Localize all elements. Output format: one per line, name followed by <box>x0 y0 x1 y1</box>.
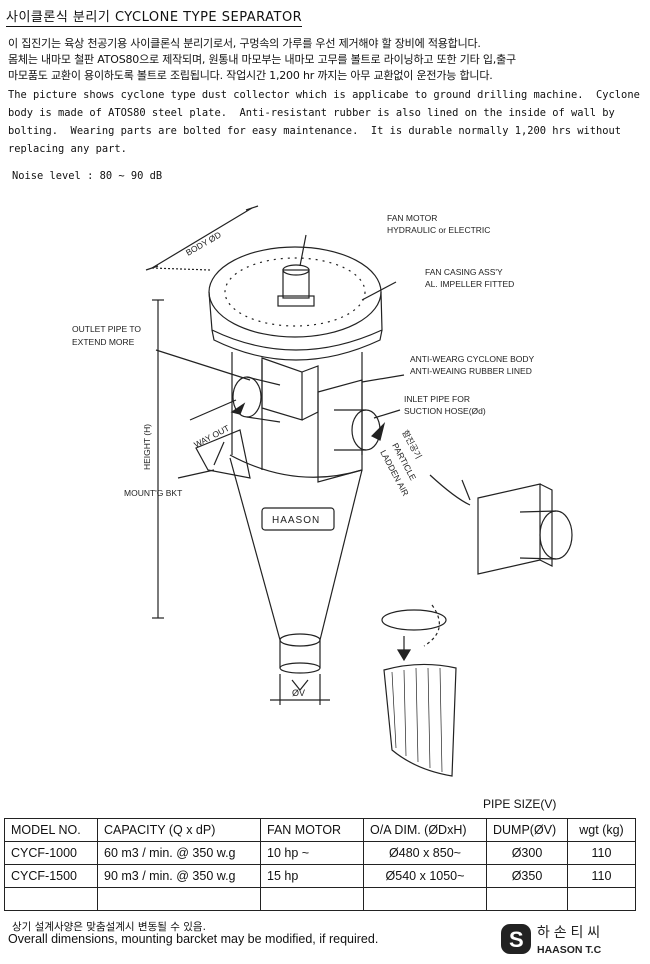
logo-text-en: HAASON T.C <box>537 944 602 956</box>
pipe-size-label: PIPE SIZE(V) <box>483 797 557 811</box>
col-fan-motor: FAN MOTOR <box>260 818 364 842</box>
description-kr-line-3: 마모품도 교환이 용이하도록 볼트로 조립됩니다. 작업시간 1,200 hr … <box>8 69 493 82</box>
cell-model: CYCF-1500 <box>4 864 98 888</box>
col-capacity: CAPACITY (Q x dP) <box>97 818 261 842</box>
cell-dimension: Ø540 x 1050~ <box>363 864 487 888</box>
cell-dump: Ø350 <box>486 864 568 888</box>
footer-note-en: Overall dimensions, mounting barcket may… <box>8 932 379 946</box>
cell-capacity: 60 m3 / min. @ 350 w.g <box>97 841 261 865</box>
cell-dump: Ø300 <box>486 841 568 865</box>
label-brand-plate: HAASON <box>272 515 320 526</box>
cell-capacity: 90 m3 / min. @ 350 w.g <box>97 864 261 888</box>
label-mount-bkt: MOUNT'G BKT <box>124 488 182 498</box>
logo-text-kr: 하 손 티 씨 <box>537 924 600 940</box>
haason-logo-mark: S 하 손 티 씨 HAASON T.C <box>501 924 602 956</box>
cell-fan-motor: 15 hp <box>260 864 364 888</box>
label-fan-motor-sub: HYDRAULIC or ELECTRIC <box>387 225 490 235</box>
label-fan-casing-sub: AL. IMPELLER FITTED <box>425 279 514 289</box>
description-kr-line-1: 이 집진기는 육상 천공기용 사이클론식 분리기로서, 구멍속의 가루를 우선 … <box>8 37 481 50</box>
label-anti-wear: ANTI-WEARG CYCLONE BODY <box>410 354 535 364</box>
cell-dimension: Ø480 x 850~ <box>363 841 487 865</box>
label-dump-dia: ØV <box>292 688 305 698</box>
label-outlet-pipe: OUTLET PIPE TO <box>72 324 141 334</box>
footer-note-kr: 상기 설계사양은 맞춤설계시 변동될 수 있음. <box>12 921 206 933</box>
spec-table: MODEL NO. CAPACITY (Q x dP) FAN MOTOR O/… <box>4 818 636 911</box>
table-row: CYCF-1000 60 m3 / min. @ 350 w.g 10 hp ~… <box>4 841 636 865</box>
label-body-dia: BODY ØD <box>184 230 223 258</box>
cell-model: CYCF-1000 <box>4 841 98 865</box>
label-height: HEIGHT (H) <box>142 424 152 470</box>
table-row-empty <box>4 887 636 911</box>
cell-weight: 110 <box>567 864 636 888</box>
label-inlet-pipe-sub: SUCTION HOSE(Ød) <box>404 406 486 416</box>
noise-level: Noise level : 80 ~ 90 dB <box>12 170 163 182</box>
col-weight: wgt (kg) <box>567 818 636 842</box>
label-anti-wear-sub: ANTI-WEAING RUBBER LINED <box>410 366 532 376</box>
col-dump: DUMP(ØV) <box>486 818 568 842</box>
description-kr-line-2: 몸체는 내마모 철판 ATOS80으로 제작되며, 원통내 마모부는 내마모 고… <box>8 53 516 66</box>
page-title: 사이클론식 분리기 CYCLONE TYPE SEPARATOR <box>6 10 303 27</box>
label-outlet-pipe-sub: EXTEND MORE <box>72 337 135 347</box>
col-dimension: O/A DIM. (ØDxH) <box>363 818 487 842</box>
label-fan-motor: FAN MOTOR <box>387 213 437 223</box>
cell-fan-motor: 10 hp ~ <box>260 841 364 865</box>
cell-weight: 110 <box>567 841 636 865</box>
logo-mark-letter: S <box>509 927 524 952</box>
description-en: The picture shows cyclone type dust coll… <box>8 89 647 155</box>
cyclone-drawing: BODY ØD FAN MOTOR HYDRAULIC or ELECTRIC … <box>72 205 573 777</box>
col-model: MODEL NO. <box>4 818 98 842</box>
label-inlet-pipe: INLET PIPE FOR <box>404 394 470 404</box>
label-fan-casing: FAN CASING ASS'Y <box>425 267 503 277</box>
haason-logo: S 하 손 티 씨 HAASON T.C <box>500 918 640 964</box>
table-header-row: MODEL NO. CAPACITY (Q x dP) FAN MOTOR O/… <box>4 818 636 842</box>
table-row: CYCF-1500 90 m3 / min. @ 350 w.g 15 hp Ø… <box>4 864 636 888</box>
